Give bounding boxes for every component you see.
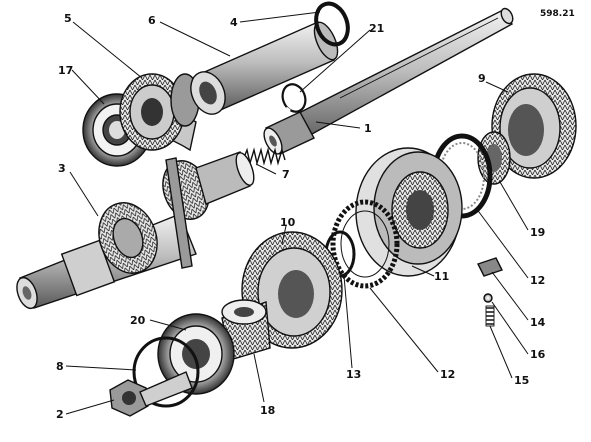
washer-8 — [132, 336, 200, 408]
label-7: 7 — [282, 168, 290, 181]
label-10: 10 — [280, 216, 296, 229]
detent-block-14 — [477, 257, 503, 277]
detent-ball-16 — [483, 293, 493, 303]
label-21: 21 — [369, 22, 384, 35]
detent-spring-15 — [485, 305, 495, 327]
bearing-20 — [157, 313, 235, 395]
main-shaft — [263, 7, 514, 155]
figure-number: 598.21 — [540, 9, 575, 19]
label-1: 1 — [364, 122, 372, 135]
label-6: 6 — [148, 14, 156, 27]
circlip-21 — [281, 83, 307, 113]
label-19: 19 — [530, 226, 545, 239]
label-2: 2 — [56, 408, 64, 421]
leader-lines — [65, 11, 529, 415]
bearing-19 — [477, 131, 511, 185]
label-20: 20 — [130, 314, 146, 327]
gear-9 — [491, 73, 577, 179]
label-4: 4 — [230, 16, 238, 29]
ring-4 — [314, 1, 350, 47]
label-9: 9 — [478, 72, 486, 85]
label-16: 16 — [530, 348, 546, 361]
callout-labels: 5 6 4 21 17 1 7 3 9 19 12 10 11 12 13 14… — [56, 12, 546, 421]
label-15: 15 — [514, 374, 529, 387]
label-11: 11 — [434, 270, 449, 283]
label-17: 17 — [58, 64, 73, 77]
synchro-ring-12-lower — [330, 199, 400, 289]
label-13: 13 — [346, 368, 361, 381]
label-12-lower: 12 — [440, 368, 455, 381]
label-14: 14 — [530, 316, 546, 329]
countershaft — [16, 151, 255, 310]
label-12-upper: 12 — [530, 274, 545, 287]
label-5: 5 — [64, 12, 72, 25]
label-3: 3 — [58, 162, 66, 175]
label-8: 8 — [56, 360, 64, 373]
label-18: 18 — [260, 404, 275, 417]
splined-sleeve-18 — [221, 299, 271, 361]
nut-2 — [109, 371, 193, 417]
